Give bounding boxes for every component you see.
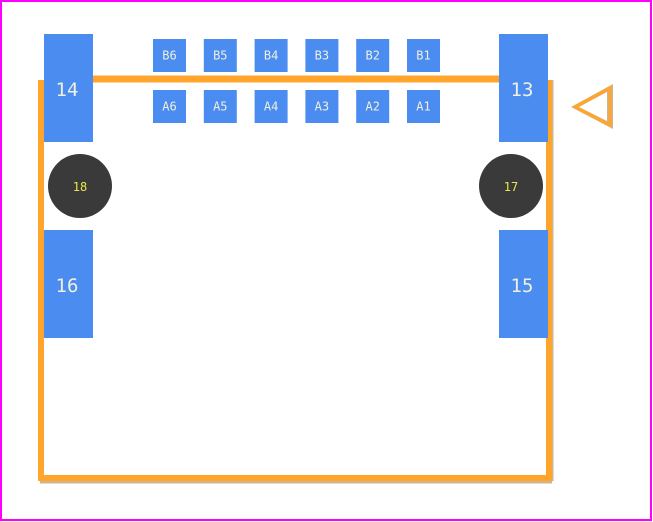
pad-a1-label: A1 — [416, 100, 430, 114]
pad-15: 15 — [499, 230, 548, 338]
pad-a4: A4 — [254, 90, 288, 123]
pad-14-label: 14 — [56, 79, 79, 101]
hole-18: 18 — [48, 154, 112, 218]
pad-b1: B1 — [407, 39, 440, 72]
pad-b2: B2 — [356, 39, 390, 72]
hole-18-label: 18 — [73, 180, 87, 194]
pin1-triangle-icon — [571, 84, 613, 129]
pad-14: 14 — [44, 34, 93, 142]
pad-a2: A2 — [356, 90, 390, 123]
pad-a3-label: A3 — [315, 100, 329, 114]
pad-row-b: B6 B5 B4 B3 B2 B1 — [153, 39, 440, 72]
pad-a5-label: A5 — [213, 100, 227, 114]
pad-b6-label: B6 — [162, 49, 176, 63]
pad-a2-label: A2 — [365, 100, 379, 114]
pad-a5: A5 — [203, 90, 237, 123]
pad-15-label: 15 — [511, 275, 534, 297]
pad-b5: B5 — [203, 39, 237, 72]
outline-shadow — [40, 80, 554, 484]
pad-b5-label: B5 — [213, 49, 227, 63]
pad-a6: A6 — [153, 90, 186, 123]
pad-a6-label: A6 — [162, 100, 176, 114]
pad-b1-label: B1 — [416, 49, 430, 63]
pad-13-label: 13 — [511, 79, 534, 101]
pad-16: 16 — [44, 230, 93, 338]
pad-b6: B6 — [153, 39, 186, 72]
pad-b2-label: B2 — [365, 49, 379, 63]
pad-row-a: A6 A5 A4 A3 A2 A1 — [153, 90, 440, 123]
pad-a4-label: A4 — [264, 100, 278, 114]
component-outline — [38, 75, 552, 481]
pad-13: 13 — [499, 34, 548, 142]
pad-b3-label: B3 — [315, 49, 329, 63]
pad-a1: A1 — [407, 90, 440, 123]
pad-b4-label: B4 — [264, 49, 278, 63]
pad-b4: B4 — [254, 39, 288, 72]
hole-17: 17 — [479, 154, 543, 218]
pad-a3: A3 — [305, 90, 339, 123]
pad-b3: B3 — [305, 39, 339, 72]
hole-17-label: 17 — [504, 180, 518, 194]
pad-16-label: 16 — [56, 275, 79, 297]
